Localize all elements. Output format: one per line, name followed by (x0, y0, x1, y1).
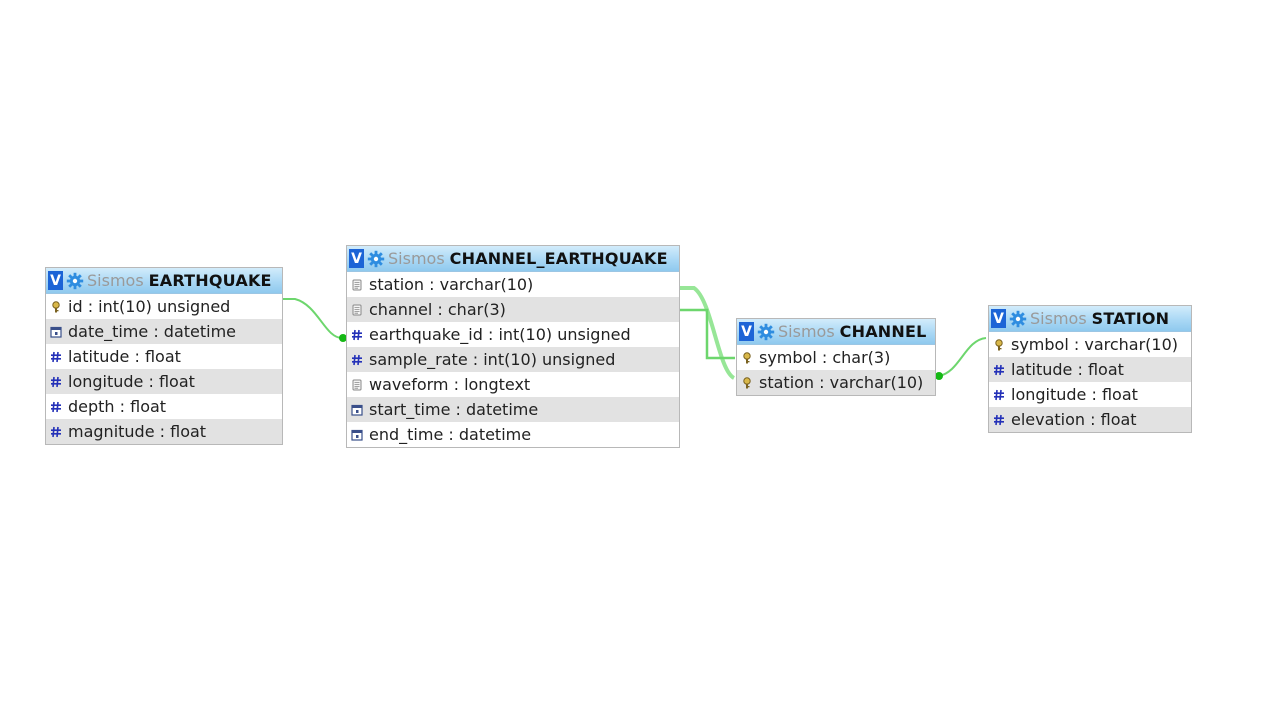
column-label: symbol : varchar(10) (1011, 335, 1179, 354)
table-row[interactable]: channel : char(3) (347, 297, 679, 322)
relation-station-link (679, 286, 736, 380)
column-label: longitude : float (68, 372, 195, 391)
calendar-icon (351, 404, 369, 416)
relation-dot (935, 372, 943, 380)
database-name: Sismos (87, 271, 144, 290)
hash-icon (50, 376, 68, 388)
table-name: STATION (1091, 309, 1170, 328)
table-row[interactable]: station : varchar(10) (737, 370, 935, 395)
table-row[interactable]: depth : float (46, 394, 282, 419)
table-name: CHANNEL_EARTHQUAKE (449, 249, 668, 268)
key-icon (741, 376, 759, 389)
database-name: Sismos (778, 322, 835, 341)
table-row[interactable]: id : int(10) unsigned (46, 294, 282, 319)
column-label: magnitude : float (68, 422, 207, 441)
calendar-icon (351, 429, 369, 441)
table-row[interactable]: symbol : varchar(10) (989, 332, 1191, 357)
column-label: latitude : float (1011, 360, 1124, 379)
hash-icon (993, 389, 1011, 401)
table-row[interactable]: date_time : datetime (46, 319, 282, 344)
column-label: channel : char(3) (369, 300, 506, 319)
table-row[interactable]: start_time : datetime (347, 397, 679, 422)
v-icon[interactable]: V (349, 249, 364, 268)
gear-icon[interactable] (66, 272, 84, 290)
hash-icon (50, 401, 68, 413)
relation-earthquake-id (282, 298, 343, 339)
column-label: waveform : longtext (369, 375, 531, 394)
column-label: symbol : char(3) (759, 348, 891, 367)
gear-icon[interactable] (757, 323, 775, 341)
v-icon[interactable]: V (991, 309, 1006, 328)
table-name: CHANNEL (839, 322, 927, 341)
column-label: station : varchar(10) (759, 373, 924, 392)
column-label: longitude : float (1011, 385, 1138, 404)
table-row[interactable]: symbol : char(3) (737, 345, 935, 370)
key-icon (741, 351, 759, 364)
relation-station-symbol (938, 337, 987, 377)
calendar-icon (50, 326, 68, 338)
table-row[interactable]: earthquake_id : int(10) unsigned (347, 322, 679, 347)
column-label: sample_rate : int(10) unsigned (369, 350, 616, 369)
hash-icon (50, 351, 68, 363)
table-row[interactable]: longitude : float (46, 369, 282, 394)
text-icon (351, 279, 369, 291)
table-row[interactable]: latitude : float (989, 357, 1191, 382)
table-name: EARTHQUAKE (148, 271, 272, 290)
text-icon (351, 379, 369, 391)
hash-icon (993, 364, 1011, 376)
key-icon (993, 338, 1011, 351)
gear-icon[interactable] (367, 250, 385, 268)
gear-icon[interactable] (1009, 310, 1027, 328)
table-row[interactable]: latitude : float (46, 344, 282, 369)
table-row[interactable]: longitude : float (989, 382, 1191, 407)
table-row[interactable]: sample_rate : int(10) unsigned (347, 347, 679, 372)
column-label: start_time : datetime (369, 400, 539, 419)
v-icon[interactable]: V (48, 271, 63, 290)
database-name: Sismos (1030, 309, 1087, 328)
column-label: station : varchar(10) (369, 275, 534, 294)
hash-icon (50, 426, 68, 438)
column-label: latitude : float (68, 347, 181, 366)
key-icon (50, 300, 68, 313)
column-label: elevation : float (1011, 410, 1137, 429)
hash-icon (351, 354, 369, 366)
relation-channel-link (679, 308, 735, 360)
text-icon (351, 304, 369, 316)
column-label: end_time : datetime (369, 425, 532, 444)
table-row[interactable]: end_time : datetime (347, 422, 679, 447)
table-row[interactable]: station : varchar(10) (347, 272, 679, 297)
column-label: id : int(10) unsigned (68, 297, 231, 316)
hash-icon (993, 414, 1011, 426)
v-icon[interactable]: V (739, 322, 754, 341)
table-row[interactable]: elevation : float (989, 407, 1191, 432)
column-label: earthquake_id : int(10) unsigned (369, 325, 631, 344)
column-label: depth : float (68, 397, 167, 416)
column-label: date_time : datetime (68, 322, 237, 341)
table-row[interactable]: magnitude : float (46, 419, 282, 444)
hash-icon (351, 329, 369, 341)
database-name: Sismos (388, 249, 445, 268)
table-row[interactable]: waveform : longtext (347, 372, 679, 397)
